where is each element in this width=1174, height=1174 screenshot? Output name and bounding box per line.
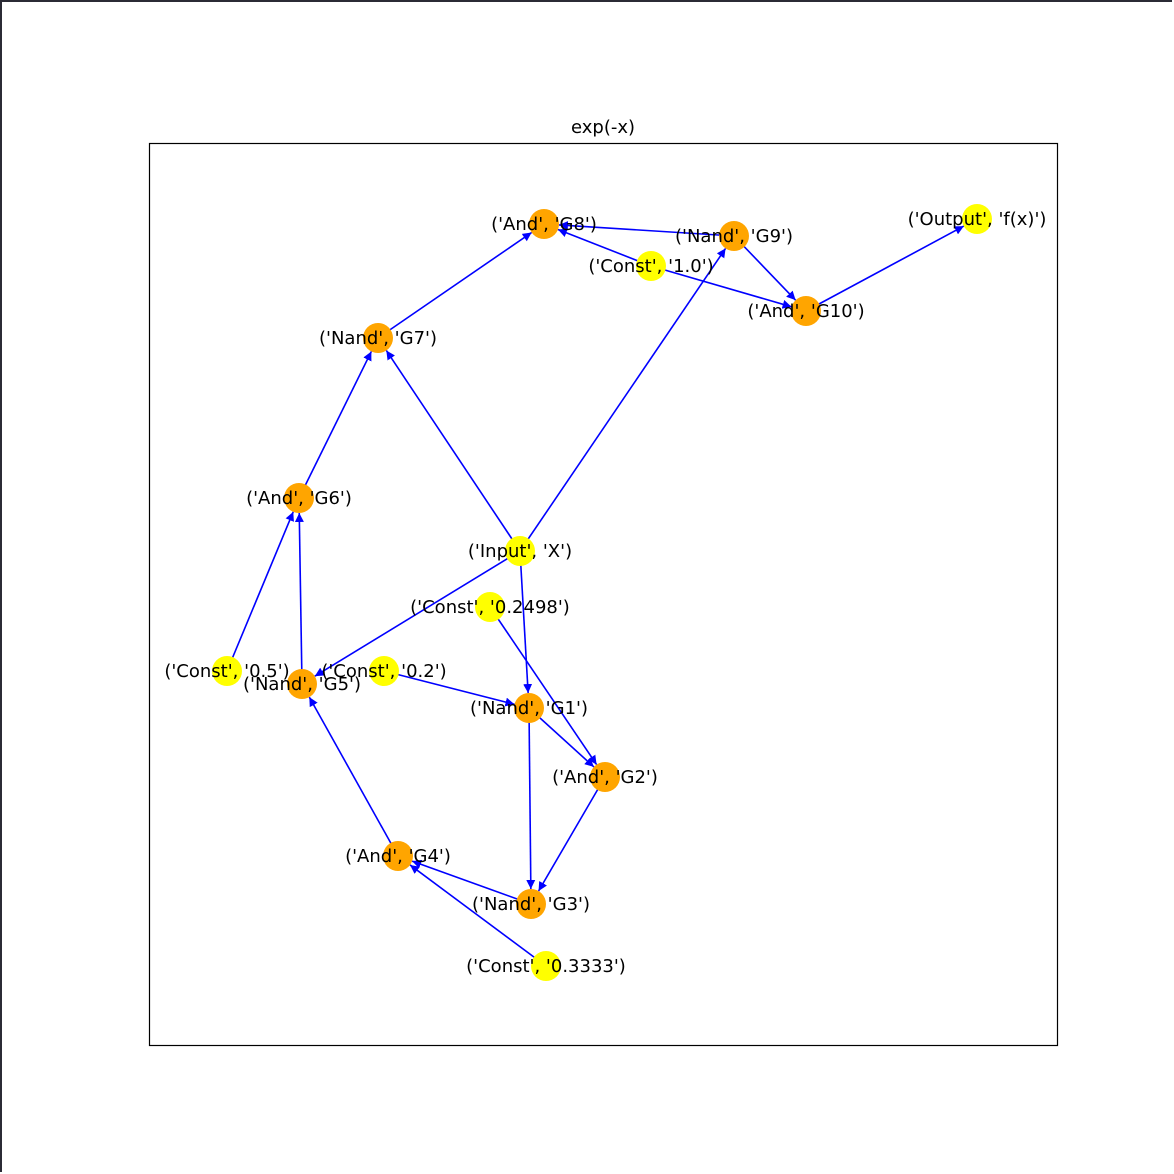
edge-c10-to-G10: [650, 265, 792, 309]
edge-c02498-to-G2: [489, 606, 598, 766]
edge-layer: [226, 221, 965, 967]
node-label-X: ('Input', 'X'): [468, 541, 572, 562]
edge-G10-to-out: [805, 225, 965, 312]
node-G8: [529, 209, 559, 239]
node-out: [962, 204, 992, 234]
chart-title: exp(-x): [571, 117, 635, 138]
node-c03333: [531, 951, 561, 981]
edge-G3-to-G4: [411, 859, 532, 905]
edge-c03333-to-G4: [409, 864, 547, 967]
edge-G1-to-G3: [526, 707, 536, 890]
node-G3: [516, 889, 546, 919]
edge-G5-to-G6: [294, 512, 304, 685]
edge-G9-to-G8: [558, 221, 735, 237]
node-c10: [636, 251, 666, 281]
node-label-G9: ('Nand', 'G9'): [675, 226, 793, 247]
node-label-G6: ('And', 'G6'): [246, 488, 352, 509]
node-c02498: [475, 592, 505, 622]
edge-c02-to-G1: [383, 670, 515, 707]
node-label-G7: ('Nand', 'G7'): [319, 328, 437, 349]
edge-G2-to-G3: [537, 776, 606, 892]
node-label-G5: ('Nand', 'G5'): [243, 674, 361, 695]
node-G5: [287, 669, 317, 699]
node-label-out: ('Output', 'f(x)'): [908, 209, 1047, 230]
node-label-c03333: ('Const', '0.3333'): [466, 956, 626, 977]
node-G6: [284, 483, 314, 513]
node-X: [505, 536, 535, 566]
node-G7: [363, 323, 393, 353]
edge-G4-to-G5: [308, 696, 399, 857]
node-c02: [369, 656, 399, 686]
node-G2: [590, 762, 620, 792]
node-G1: [514, 693, 544, 723]
node-layer: [212, 204, 992, 981]
node-label-G10: ('And', 'G10'): [747, 301, 864, 322]
plot-border: [148, 142, 1059, 1047]
edge-X-to-G5: [314, 550, 521, 677]
edge-G6-to-G7: [298, 351, 373, 499]
edge-X-to-G7: [385, 350, 521, 552]
node-label-G4: ('And', 'G4'): [345, 846, 451, 867]
edge-c05-to-G6: [226, 511, 294, 672]
node-G10: [791, 296, 821, 326]
node-G9: [719, 221, 749, 251]
node-c05: [212, 656, 242, 686]
node-label-c02498: ('Const', '0.2498'): [410, 597, 570, 618]
node-label-G2: ('And', 'G2'): [552, 767, 658, 788]
node-label-G3: ('Nand', 'G3'): [472, 894, 590, 915]
edge-X-to-G1: [519, 550, 533, 694]
node-label-G1: ('Nand', 'G1'): [470, 698, 588, 719]
node-label-G8: ('And', 'G8'): [491, 214, 597, 235]
edge-X-to-G9: [519, 247, 727, 552]
node-label-c05: ('Const', '0.5'): [164, 661, 289, 682]
label-layer: ('Input', 'X') ('Const', '0.2498') ('Const…: [164, 209, 1046, 977]
edge-G7-to-G8: [377, 231, 533, 339]
node-G4: [383, 841, 413, 871]
node-label-c10: ('Const', '1.0'): [588, 256, 713, 277]
node-label-c02: ('Const', '0.2'): [321, 661, 446, 682]
edge-c10-to-G8: [557, 228, 652, 267]
